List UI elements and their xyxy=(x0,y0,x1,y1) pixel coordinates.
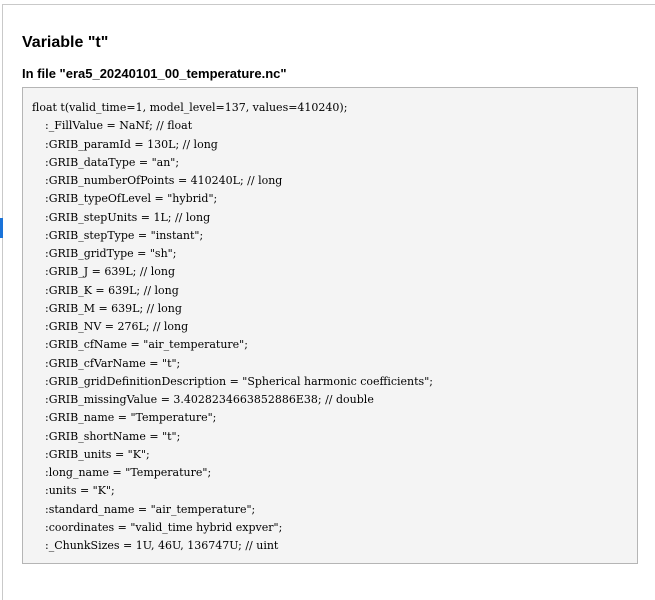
page-title: Variable "t" xyxy=(22,34,109,51)
attribute-line: :standard_name = "air_temperature"; xyxy=(45,502,256,516)
attribute-line: :GRIB_units = "K"; xyxy=(45,447,150,461)
attribute-line: :GRIB_cfName = "air_temperature"; xyxy=(45,338,248,352)
attribute-line: :coordinates = "valid_time hybrid expver… xyxy=(45,520,283,534)
attribute-line: :GRIB_paramId = 130L; // long xyxy=(45,137,218,151)
attribute-line: :GRIB_NV = 276L; // long xyxy=(45,320,189,333)
attribute-line: :GRIB_M = 639L; // long xyxy=(45,301,182,315)
variable-declaration: float t(valid_time=1, model_level=137, v… xyxy=(32,101,348,114)
attribute-line: :GRIB_J = 639L; // long xyxy=(45,265,176,279)
variable-definition-block: float t(valid_time=1, model_level=137, v… xyxy=(22,87,638,564)
attribute-line: :GRIB_typeOfLevel = "hybrid"; xyxy=(45,192,218,206)
attribute-line: :GRIB_missingValue = 3.4028234663852886E… xyxy=(45,393,374,406)
attribute-line: :GRIB_numberOfPoints = 410240L; // long xyxy=(45,174,283,187)
selection-marker xyxy=(0,218,3,238)
attribute-line: :GRIB_stepType = "instant"; xyxy=(45,228,204,242)
attribute-line: :units = "K"; xyxy=(45,484,115,498)
attribute-line: :_FillValue = NaNf; // float xyxy=(45,119,193,133)
file-name-heading: In file "era5_20240101_00_temperature.nc… xyxy=(22,66,287,81)
attribute-line: :GRIB_shortName = "t"; xyxy=(45,429,181,443)
attribute-line: :_ChunkSizes = 1U, 46U, 136747U; // uint xyxy=(45,539,279,552)
attribute-line: :GRIB_stepUnits = 1L; // long xyxy=(45,210,211,224)
attribute-line: :long_name = "Temperature"; xyxy=(45,466,212,479)
attribute-line: :GRIB_gridDefinitionDescription = "Spher… xyxy=(45,374,433,388)
attribute-line: :GRIB_name = "Temperature"; xyxy=(45,411,217,425)
attribute-line: :GRIB_dataType = "an"; xyxy=(45,155,180,169)
attribute-line: :GRIB_K = 639L; // long xyxy=(45,283,179,297)
attribute-line: :GRIB_gridType = "sh"; xyxy=(45,247,177,260)
attribute-line: :GRIB_cfVarName = "t"; xyxy=(45,356,181,370)
